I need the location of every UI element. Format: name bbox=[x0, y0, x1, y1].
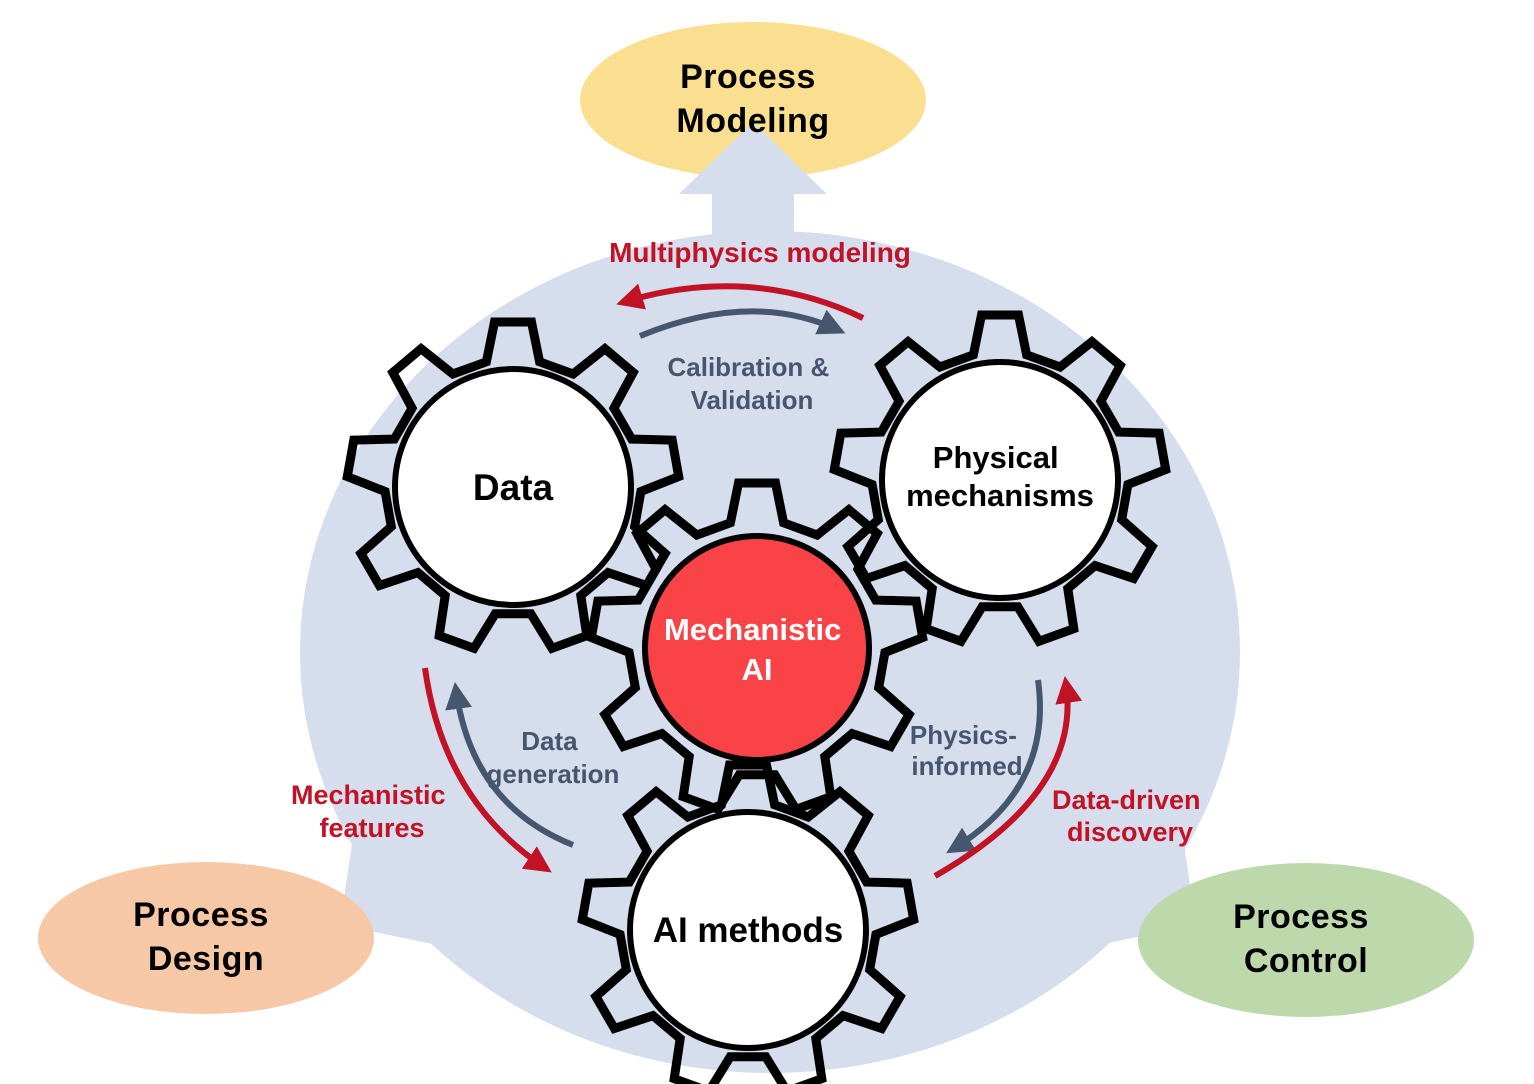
arrow-multiphysics-modeling bbox=[616, 283, 865, 321]
physical-line1: Physical bbox=[933, 440, 1059, 475]
mechanistic-line1: Mechanistic bbox=[664, 612, 841, 647]
physical-mechanisms-gear-icon bbox=[829, 310, 1171, 647]
process-control-line2: Control bbox=[1244, 942, 1368, 980]
process-control-ellipse bbox=[1138, 863, 1474, 1017]
process-modeling-ellipse bbox=[580, 22, 926, 178]
arrow-physics-informed bbox=[946, 679, 1043, 854]
data-driven-discovery-label: Data-driven discovery bbox=[1052, 785, 1208, 847]
process-control-label: Process Control bbox=[1233, 898, 1379, 980]
arrow-data-generation bbox=[445, 681, 575, 848]
physics-informed-line2: informed bbox=[911, 751, 1022, 781]
data-generation-label: Data generation bbox=[487, 726, 620, 789]
mechanistic-ai-gear-hub bbox=[642, 533, 872, 763]
data-gear-label: Data bbox=[473, 467, 554, 508]
data-gear-hub bbox=[392, 366, 634, 608]
process-control-line1: Process bbox=[1233, 898, 1369, 936]
calibration-line2: Validation bbox=[691, 385, 814, 415]
arrow-calibration-validation bbox=[638, 308, 846, 339]
physical-line2: mechanisms bbox=[906, 478, 1094, 513]
process-modeling-label: Process Modeling bbox=[676, 58, 829, 140]
physics-informed-label: Physics- informed bbox=[910, 720, 1024, 781]
ai-methods-gear-label: AI methods bbox=[653, 911, 844, 950]
physical-mechanisms-gear-hub bbox=[879, 359, 1121, 601]
physics-informed-line1: Physics- bbox=[910, 720, 1017, 750]
physical-mechanisms-gear-label: Physical mechanisms bbox=[906, 440, 1094, 513]
mechanistic-features-label: Mechanistic features bbox=[291, 780, 453, 843]
data-driven-line2: discovery bbox=[1067, 817, 1193, 847]
ai-methods-gear-hub bbox=[627, 809, 869, 1051]
multiphysics-modeling-label: Multiphysics modeling bbox=[609, 237, 911, 268]
mechanistic-ai-gear-label: Mechanistic AI bbox=[664, 612, 850, 687]
arrow-mechanistic-features bbox=[422, 667, 552, 873]
process-design-line1: Process bbox=[133, 896, 269, 934]
data-generation-line1: Data bbox=[521, 726, 578, 756]
process-design-ellipse bbox=[38, 862, 374, 1014]
calibration-line1: Calibration & bbox=[667, 352, 829, 382]
data-driven-line1: Data-driven bbox=[1052, 785, 1201, 815]
mechanistic-features-line1: Mechanistic bbox=[291, 780, 446, 810]
mechanistic-line2: AI bbox=[742, 652, 773, 687]
mechanistic-features-line2: features bbox=[319, 813, 424, 843]
arrow-to-process-modeling bbox=[679, 122, 827, 364]
process-design-line2: Design bbox=[148, 940, 264, 978]
process-modeling-line2: Modeling bbox=[676, 102, 829, 140]
process-modeling-line1: Process bbox=[680, 58, 816, 96]
data-gear-icon bbox=[342, 317, 684, 654]
ai-methods-gear-icon bbox=[577, 760, 919, 1084]
arrow-data-driven-discovery bbox=[933, 675, 1083, 879]
data-generation-line2: generation bbox=[487, 759, 620, 789]
calibration-validation-label: Calibration & Validation bbox=[667, 352, 836, 415]
process-design-label: Process Design bbox=[133, 896, 279, 978]
